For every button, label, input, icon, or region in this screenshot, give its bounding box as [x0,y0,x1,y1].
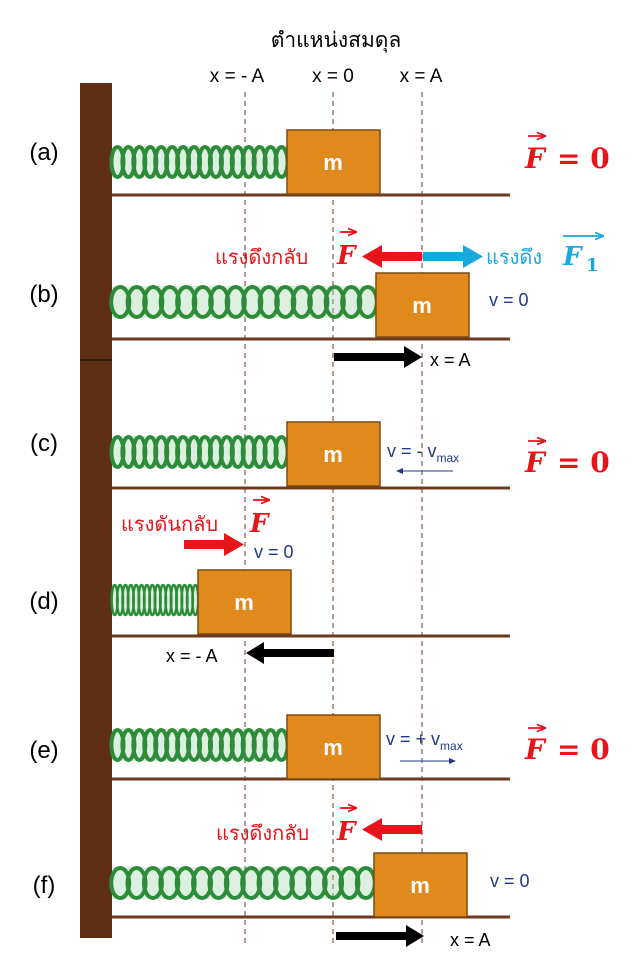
panel-label-e: (e) [29,737,58,764]
displacement-label-b: x = A [430,350,471,370]
mass-block-d [197,569,292,635]
pull-force-symbol: F [562,242,583,272]
restoring-force-arrow-b [362,245,422,268]
spring-b [109,285,379,319]
panel-label-a: (a) [29,139,58,166]
displacement-label-f: x = A [450,930,491,950]
force-symbol: F [524,446,547,479]
force-vector-b: F [336,232,357,271]
force-symbol: F [524,142,547,175]
mass-label-e: m [323,735,343,760]
position-zero-label: x = 0 [312,66,354,87]
mass-label-c: m [323,442,343,467]
pull-force-subscript: 1 [586,255,599,276]
net-force-zero-c: F = 0 [524,441,610,479]
velocity-label-f: v = 0 [490,871,530,891]
displacement-arrow-d [246,642,334,664]
mass-block-a [286,129,381,195]
velocity-label-b: v = 0 [489,290,529,310]
position-pos-a-label: x = A [400,66,443,87]
pull-force-label-b: แรงดึง [486,247,542,269]
panel-label-b: (b) [29,281,58,308]
wall [80,83,112,938]
restoring-force-label-d: แรงดันกลับ [121,514,218,536]
force-eq-zero: = 0 [557,142,610,175]
equilibrium-title: ตำแหน่งสมดุล [271,29,402,53]
force-symbol: F [336,817,357,847]
net-force-zero-a: F = 0 [524,136,610,175]
velocity-label-c: v = - vmax [387,441,459,465]
displacement-arrow-b [334,346,422,368]
force-eq-zero: = 0 [557,446,610,479]
displacement-arrow-f [336,925,424,947]
mass-label-b: m [412,293,432,318]
spring-a [109,145,290,179]
restoring-force-label-b: แรงดึงกลับ [215,247,308,269]
panel-label-c: (c) [30,430,58,457]
force-symbol: F [524,733,547,766]
position-neg-a-label: x = - A [210,66,265,87]
velocity-label-d: v = 0 [254,542,294,562]
restoring-force-label-f: แรงดึงกลับ [216,823,309,845]
spring-f [109,866,377,900]
mass-label-a: m [323,150,343,175]
spring-d [110,583,200,617]
mass-label-d: m [234,590,254,615]
force-eq-zero: = 0 [557,733,610,766]
spring-c [109,435,290,469]
mass-block-f [373,852,468,918]
restoring-force-arrow-d [184,533,244,556]
panel-label-d: (d) [29,588,58,615]
force-vector-f: F [336,808,357,847]
restoring-force-arrow-f [362,818,422,841]
force-vector-d: F [249,500,270,539]
force-symbol: F [336,241,357,271]
net-force-zero-e: F = 0 [524,728,610,766]
mass-label-f: m [410,873,430,898]
displacement-label-d: x = - A [166,646,218,666]
pull-force-vector-b: F 1 [562,236,603,276]
mass-block-e [286,714,381,780]
mass-block-b [375,272,470,338]
velocity-label-e: v = + vmax [386,729,463,753]
velocity-arrow-c [396,468,453,474]
force-symbol: F [249,509,270,539]
velocity-arrow-e [400,758,456,764]
mass-block-c [286,421,381,487]
spring-e [109,728,290,762]
panel-label-f: (f) [33,872,56,899]
pull-force-arrow-b [423,245,483,268]
